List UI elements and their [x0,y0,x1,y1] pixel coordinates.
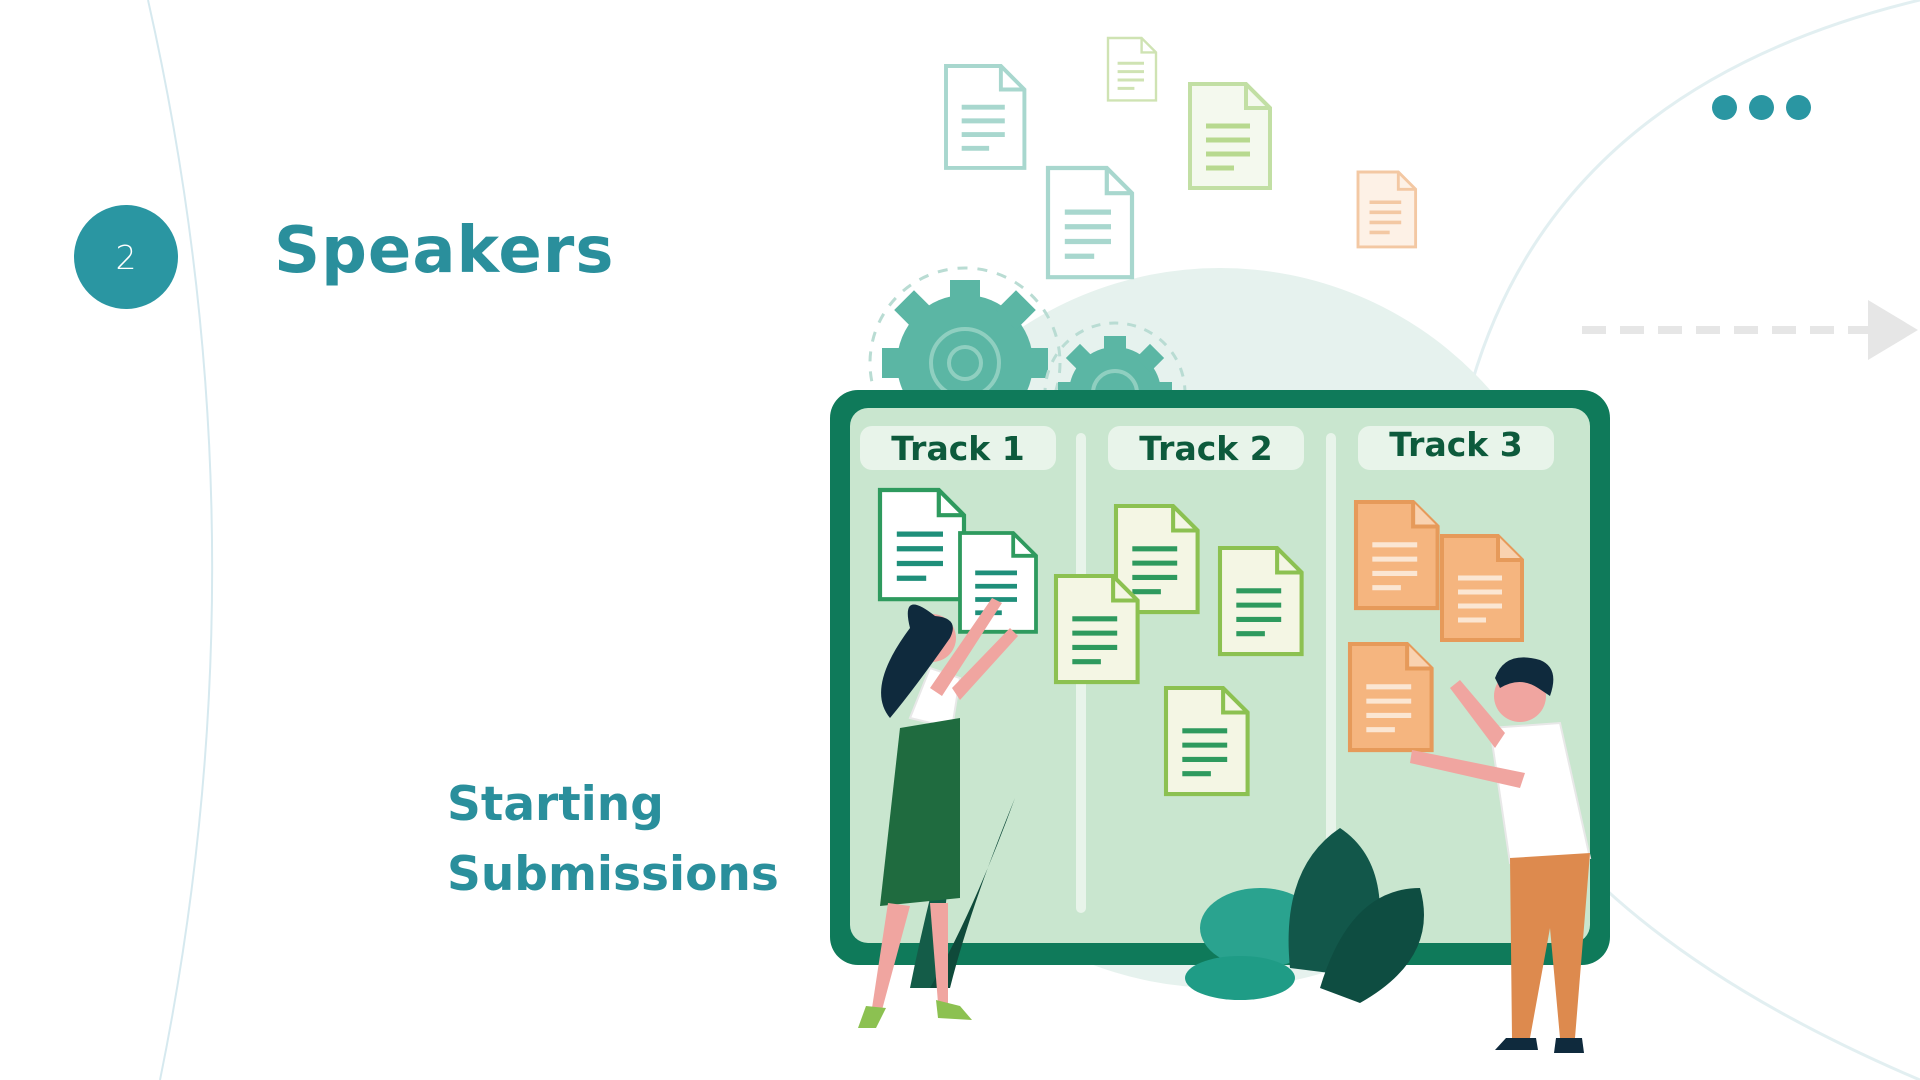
subtitle: Starting Submissions [447,770,807,910]
track-header-2 [1108,426,1304,470]
track-header-1 [860,426,1056,470]
page-title: Speakers [274,214,615,288]
man-figure [1410,657,1592,1053]
document-icon [1116,506,1198,612]
step-number-badge: 2 [74,205,178,309]
dashed-arrow-icon [1582,300,1918,360]
dot [1712,95,1737,120]
track-header-3 [1358,426,1554,470]
document-icon [1188,82,1272,190]
document-icon [1220,548,1302,654]
subtitle-line-2: Submissions [447,847,779,902]
document-icon [1166,688,1248,794]
document-icon [1350,644,1432,750]
document-icon [1356,502,1438,608]
board-surface [850,408,1590,943]
woman-figure [858,598,1018,1028]
track-label-3: Track 3 [1389,425,1522,464]
document-icon [1048,168,1132,277]
left-arc [147,0,214,1080]
track-label-1: Track 1 [891,429,1024,468]
kanban-illustration: Track 1 Track 2 Track 3 [830,36,1610,1053]
document-icon [1440,534,1524,642]
document-icon [1106,36,1158,102]
track-label-2: Track 2 [1139,429,1272,468]
document-icon [958,531,1038,634]
column-divider [1326,433,1336,913]
kanban-board: Track 1 Track 2 Track 3 [830,390,1610,965]
more-dots-icon[interactable] [1712,95,1811,120]
plant-decoration [910,788,1424,1003]
document-icon [944,64,1027,170]
document-icon [1056,576,1138,682]
document-icon [880,490,964,599]
floating-documents [944,36,1418,277]
dot [1749,95,1774,120]
dot [1786,95,1811,120]
subtitle-line-1: Starting [447,777,664,832]
document-icon [1356,170,1418,249]
